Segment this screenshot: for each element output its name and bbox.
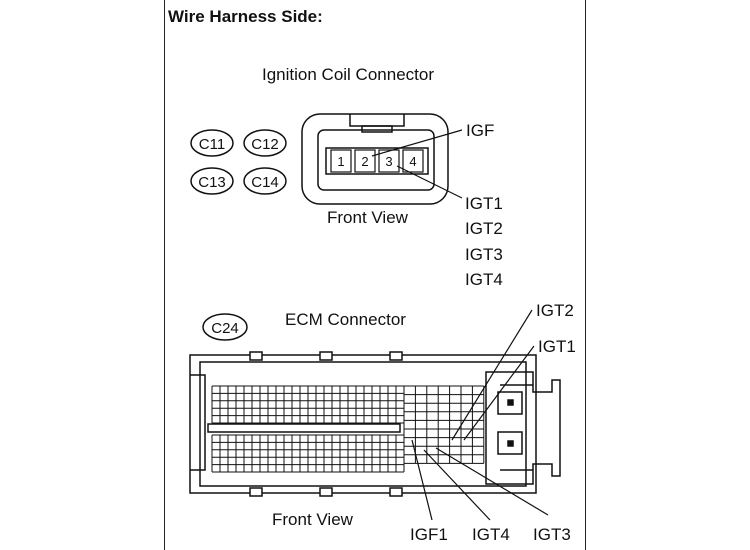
- ecm-pin-grid-right: [403, 385, 485, 464]
- igt4-label: IGT4: [465, 270, 503, 289]
- svg-text:3: 3: [385, 154, 392, 169]
- svg-text:4: 4: [409, 154, 416, 169]
- coil-front-view-label: Front View: [327, 208, 409, 227]
- coil-pin-3: 3: [378, 149, 400, 173]
- wire-harness-panel: [164, 0, 586, 550]
- igf-label: IGF: [466, 121, 494, 140]
- connector-code-c13: C13: [190, 167, 234, 195]
- ecm-title: ECM Connector: [285, 310, 406, 329]
- ecm-leader-lines: [411, 309, 549, 521]
- page-title: Wire Harness Side:: [168, 7, 323, 26]
- svg-text:C14: C14: [251, 174, 279, 191]
- ecm-igt3-label: IGT3: [533, 525, 571, 544]
- connector-code-c12: C12: [243, 129, 287, 157]
- ecm-igt2-label: IGT2: [536, 301, 574, 320]
- svg-text:2: 2: [361, 154, 368, 169]
- ecm-igf1-label: IGF1: [410, 525, 448, 544]
- coil-pin-1: 1: [330, 149, 352, 173]
- coil-pin-4: 4: [402, 149, 424, 173]
- igt2-label: IGT2: [465, 219, 503, 238]
- coil-pin-row: 1 2 3 4: [330, 149, 424, 173]
- ignition-coil-connector: [301, 113, 449, 205]
- igf-leader-line: [371, 129, 463, 157]
- igt3-label: IGT3: [465, 245, 503, 264]
- svg-text:C24: C24: [211, 320, 239, 337]
- ecm-igt1-label: IGT1: [538, 337, 576, 356]
- ecm-connector: [189, 351, 561, 497]
- coil-pin-2: 2: [354, 149, 376, 173]
- ignition-coil-title: Ignition Coil Connector: [262, 65, 434, 84]
- ecm-igt4-label: IGT4: [472, 525, 510, 544]
- svg-text:C13: C13: [198, 174, 226, 191]
- svg-text:C12: C12: [251, 136, 279, 153]
- svg-text:1: 1: [337, 154, 344, 169]
- svg-text:C11: C11: [199, 136, 225, 153]
- ecm-pin-grid-main-bottom: [211, 434, 405, 473]
- ecm-front-view-label: Front View: [272, 510, 354, 529]
- igt1-label: IGT1: [465, 194, 503, 213]
- connector-code-c14: C14: [243, 167, 287, 195]
- igt-leader-line: [396, 165, 463, 199]
- ecm-pin-grid-main-top: [211, 385, 405, 424]
- connector-code-c24: C24: [202, 313, 248, 341]
- connector-code-c11: C11: [190, 129, 234, 157]
